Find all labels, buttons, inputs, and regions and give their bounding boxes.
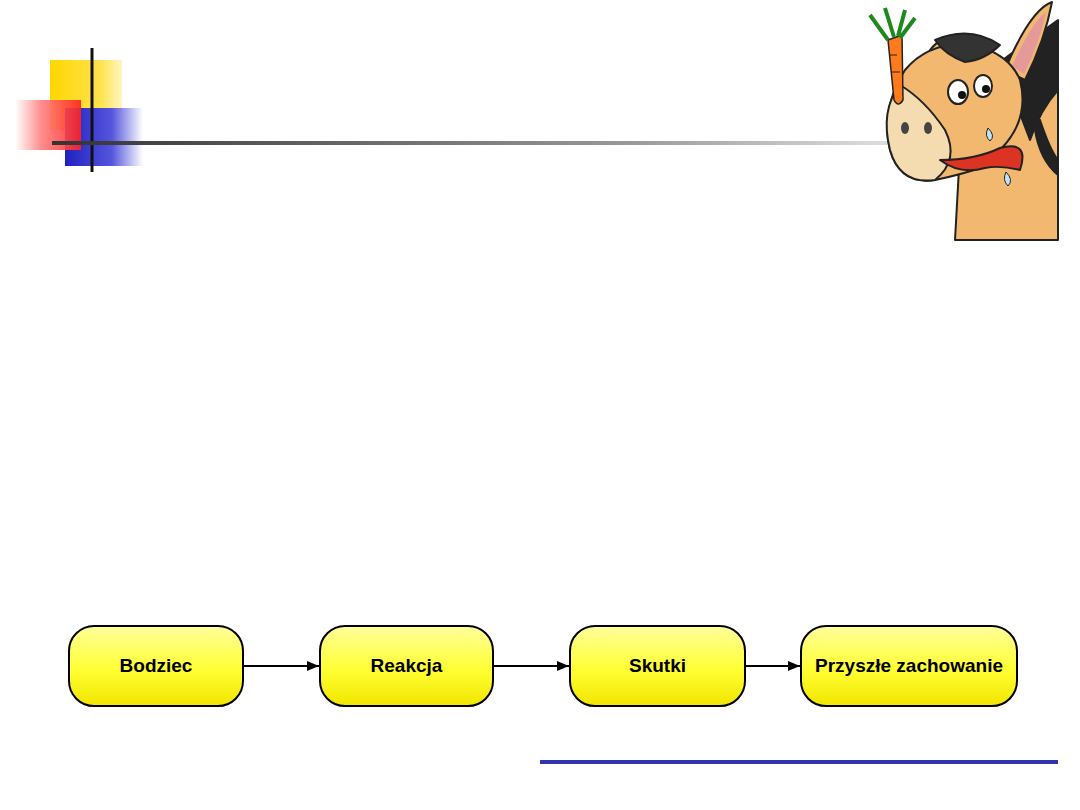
box-label: Bodziec [120, 655, 193, 678]
process-box: Skutki [569, 625, 746, 707]
flow-arrow [494, 665, 569, 667]
box-label: Reakcja [371, 655, 443, 678]
decor-line [91, 48, 94, 172]
footer-rule [540, 760, 1058, 764]
title-rule [52, 141, 1012, 145]
box-label: Skutki [629, 655, 686, 678]
donkey-illustration [870, 2, 1058, 240]
flow-arrow [244, 665, 319, 667]
process-box: Przyszłe zachowanie [800, 625, 1018, 707]
process-box: Bodziec [68, 625, 244, 707]
box-label: Przyszłe zachowanie [815, 655, 1003, 678]
flow-arrow [746, 665, 800, 667]
process-box: Reakcja [319, 625, 494, 707]
